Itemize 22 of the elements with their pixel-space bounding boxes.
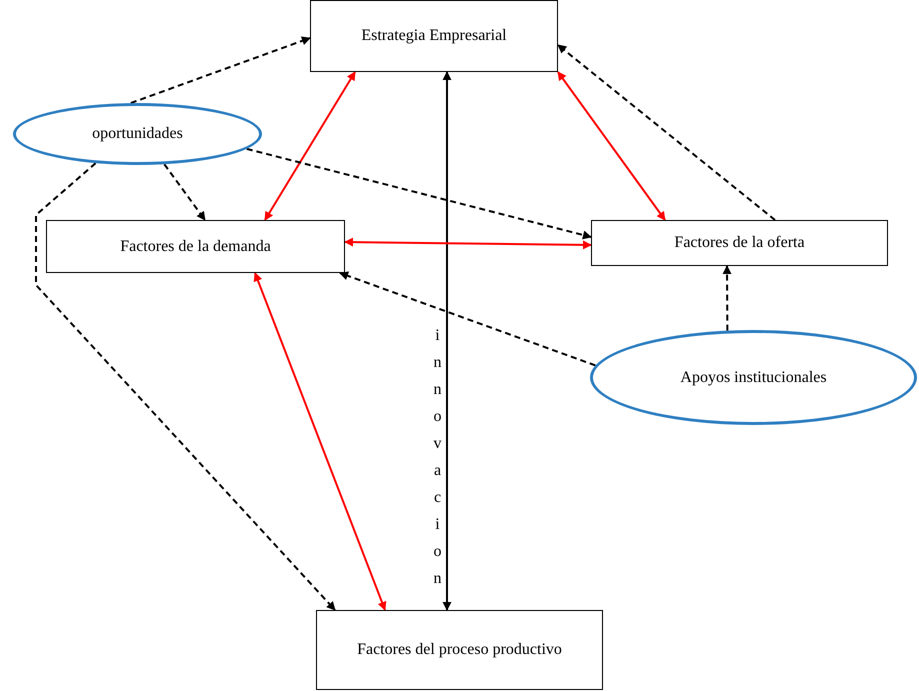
dashed-arrow [130,36,311,104]
dashed-arrow [35,162,336,611]
process-box [591,220,888,266]
node-label: Apoyos institucionales [680,368,827,388]
node-label: Factores de la oferta [674,233,805,253]
dashed-arrow [246,148,592,240]
node-label: Factores del proceso productivo [357,640,562,660]
double-arrow [254,272,386,611]
node-label: Factores de la demanda [120,236,271,256]
dashed-arrow [339,272,596,366]
process-box [310,0,558,72]
double-arrow [557,71,666,221]
double-arrow [442,71,452,611]
double-arrow [344,238,592,250]
node-label: Estrategia Empresarial [361,26,507,46]
double-arrow [264,71,356,221]
process-box [46,220,345,273]
dashed-arrow [557,44,776,221]
dashed-arrow [722,265,732,331]
dashed-arrow [164,164,206,221]
node-label: oportunidades [92,124,183,144]
process-box [316,610,603,690]
